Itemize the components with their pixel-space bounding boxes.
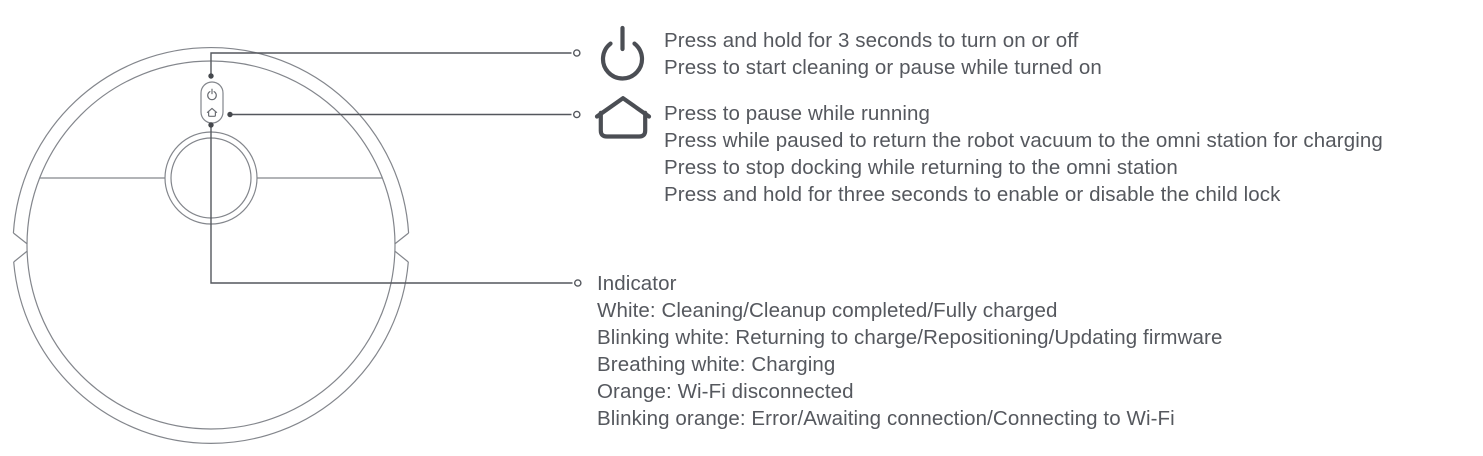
description-line: Press to stop docking while returning to… [664,156,1178,179]
indicator-callout-line [208,122,582,287]
description-line: Press to start cleaning or pause while t… [664,56,1102,79]
indicator-title: Indicator [597,272,677,295]
description-line: Press and hold for 3 seconds to turn on … [664,29,1079,52]
description-line: White: Cleaning/Cleanup completed/Fully … [597,299,1058,322]
power-icon [599,25,646,87]
home-callout-line [227,110,581,119]
power-callout-line [208,49,581,79]
description-line: Blinking orange: Error/Awaiting connecti… [597,407,1175,430]
indicator-description: Indicator White: Cleaning/Cleanup comple… [597,270,1222,432]
description-line: Press and hold for three seconds to enab… [664,183,1281,206]
home-button-description: Press to pause while running Press while… [664,100,1383,208]
description-line: Blinking white: Returning to charge/Repo… [597,326,1223,349]
description-line: Press to pause while running [664,102,931,125]
description-line: Orange: Wi-Fi disconnected [597,380,854,403]
panel-home-icon [206,107,218,117]
power-button-description: Press and hold for 3 seconds to turn on … [664,27,1102,81]
panel-power-icon [207,88,217,101]
description-line: Breathing white: Charging [597,353,836,376]
home-icon [594,96,652,145]
description-line: Press while paused to return the robot v… [664,129,1383,152]
